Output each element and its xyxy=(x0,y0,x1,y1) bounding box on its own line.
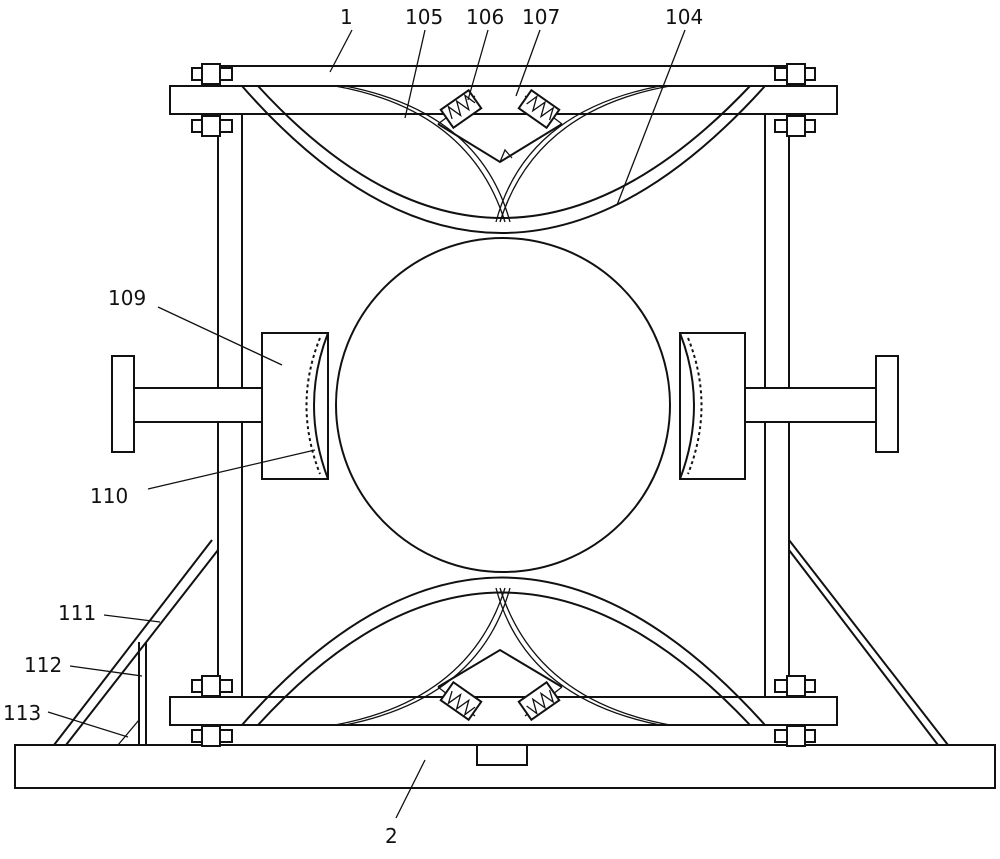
label-post: 112 xyxy=(24,653,62,677)
left-clamp xyxy=(111,332,329,480)
label-foot: 113 xyxy=(3,701,41,725)
base-plate xyxy=(14,744,996,789)
bolts xyxy=(191,63,816,747)
label-upper-arc: 104 xyxy=(665,5,703,29)
label-spring: 106 xyxy=(466,5,504,29)
workpiece-circle xyxy=(335,237,671,573)
top-frame-bar xyxy=(169,65,838,115)
right-clamp xyxy=(679,332,899,480)
label-base: 2 xyxy=(385,824,398,848)
label-arc-plate: 105 xyxy=(405,5,443,29)
left-brace xyxy=(53,539,219,746)
bottom-frame-bar xyxy=(169,696,838,746)
label-frame: 1 xyxy=(340,5,353,29)
label-wedge: 107 xyxy=(522,5,560,29)
right-brace xyxy=(788,539,949,746)
lower-arc-assembly xyxy=(241,576,766,726)
label-brace: 111 xyxy=(58,601,96,625)
label-clamp-block: 109 xyxy=(108,286,146,310)
upper-arc-assembly xyxy=(241,85,766,234)
leader-lines xyxy=(47,29,686,819)
label-pad: 110 xyxy=(90,484,128,508)
